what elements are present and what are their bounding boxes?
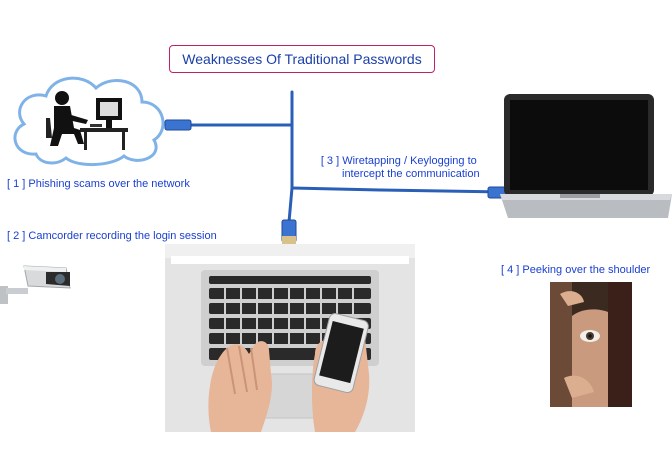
threat-3-number: [ 3 ] [320, 155, 340, 167]
threat-4-number: [ 4 ] [501, 264, 520, 276]
threat-1-label: [ 1 ] Phishing scams over the network [7, 178, 190, 191]
threat-1-text: Phishing scams over the network [28, 178, 190, 190]
threat-2-text: Camcorder recording the login session [28, 230, 217, 242]
security-camera-icon [0, 265, 71, 304]
threat-4-text: Peeking over the shoulder [522, 264, 651, 276]
diagram-title: Weaknesses Of Traditional Passwords [169, 45, 435, 73]
threat-3-text-line2: intercept the communication [342, 168, 480, 180]
laptop-icon [500, 94, 672, 218]
desktop-user-icon [46, 91, 128, 150]
diagram-title-text: Weaknesses Of Traditional Passwords [182, 51, 422, 67]
threat-4-label: [ 4 ] Peeking over the shoulder [501, 264, 650, 277]
threat-1-number: [ 1 ] [7, 178, 26, 190]
threat-3-text: Wiretapping / Keylogging to [342, 155, 477, 167]
threat-3-label: [ 3 ] Wiretapping / Keylogging to interc… [318, 155, 480, 181]
threat-2-label: [ 2 ] Camcorder recording the login sess… [7, 230, 217, 243]
threat-2-number: [ 2 ] [7, 230, 26, 242]
laptop-smartphone-icon [165, 244, 415, 432]
peeking-eye-icon [550, 282, 632, 407]
